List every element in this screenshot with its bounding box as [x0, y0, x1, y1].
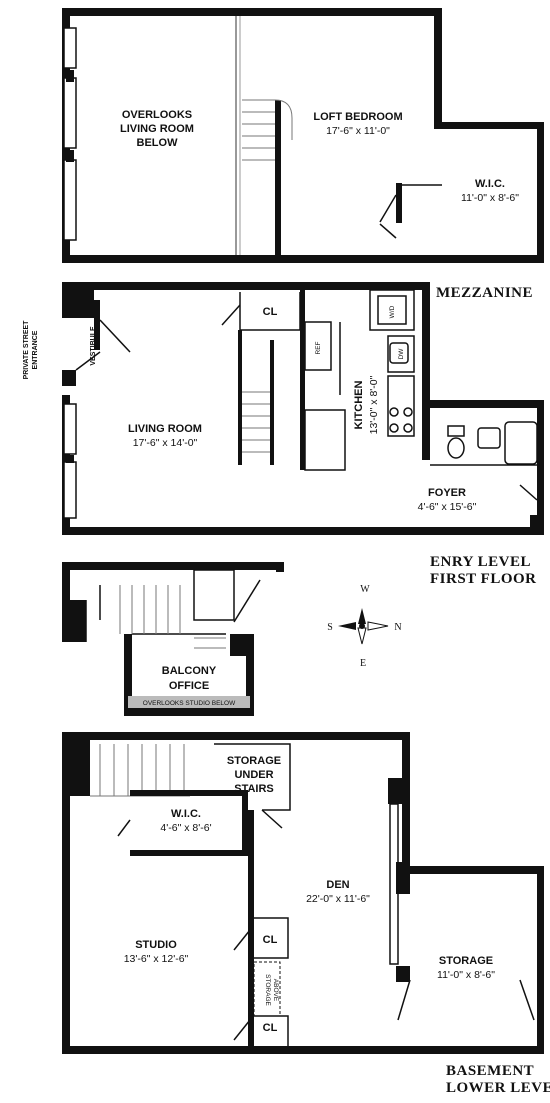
basement-plan: STORAGE UNDER STAIRS W.I.C. 4'-6" x 8'-6…: [62, 732, 544, 1054]
basement-level-label-1: BASEMENT: [446, 1063, 534, 1079]
storage-above-label-1: STORAGE: [264, 974, 271, 1006]
storage-dim: 11'-0" x 8'-6": [437, 969, 495, 981]
loft-bedroom-label: LOFT BEDROOM: [313, 111, 402, 123]
balcony-stairs: [119, 585, 226, 649]
compass-n: N: [394, 622, 401, 633]
compass-e: E: [360, 658, 366, 669]
compass-rose: W S N E: [327, 584, 401, 669]
mezz-wic-label: W.I.C.: [475, 178, 505, 190]
storage-label: STORAGE: [439, 955, 493, 967]
foyer-dim: 4'-6" x 15'-6": [418, 501, 477, 513]
mezzanine-plan: OVERLOOKS LIVING ROOM BELOW LOFT BEDROOM…: [62, 8, 544, 263]
storage-above-label-2: ABOVE: [272, 979, 279, 1002]
storage-under-label-2: UNDER: [234, 769, 273, 781]
kitchen-label: KITCHEN: [353, 381, 365, 430]
overlooks-label-3: BELOW: [137, 137, 179, 149]
wd-label: W/D: [389, 305, 396, 318]
studio-dim: 13'-6" x 12'-6": [124, 953, 189, 965]
storage-under-label-3: STAIRS: [234, 783, 274, 795]
storage-under-label-1: STORAGE: [227, 755, 281, 767]
foyer-label: FOYER: [428, 487, 466, 499]
living-room-dim: 17'-6" x 14'-0": [133, 437, 198, 449]
compass-w: W: [360, 584, 370, 595]
entry-level-plan: PRIVATE STREET ENTRANCE VESTIBULE CL REF…: [23, 282, 544, 535]
basement-wic-dim: 4'-6" x 8'-6': [160, 822, 211, 834]
mezz-wic-dim: 11'-0" x 8'-6": [461, 192, 519, 204]
compass-east-arm: [367, 621, 389, 631]
balcony-office-plan: BALCONY OFFICE OVERLOOKS STUDIO BELOW: [62, 562, 284, 716]
entry-stairs: [238, 330, 274, 465]
ref-label: REF: [315, 341, 322, 354]
entry-level-label-2: FIRST FLOOR: [430, 571, 537, 587]
balcony-label-2: OFFICE: [169, 680, 209, 692]
entry-cl-label: CL: [263, 306, 278, 318]
dw-label: DW: [398, 348, 405, 360]
private-entrance-label-2: ENTRANCE: [32, 330, 39, 369]
overlooks-label-1: OVERLOOKS: [122, 109, 192, 121]
balcony-overlooks-label: OVERLOOKS STUDIO BELOW: [143, 700, 236, 707]
basement-wic-label: W.I.C.: [171, 808, 201, 820]
den-label: DEN: [326, 879, 349, 891]
balcony-label-1: BALCONY: [162, 665, 217, 677]
mezzanine-level-label: MEZZANINE: [436, 285, 533, 301]
basement-cl-label-2: CL: [263, 1022, 278, 1034]
living-room-label: LIVING ROOM: [128, 423, 202, 435]
compass-north-arm: [358, 608, 366, 624]
basement-cl-label-1: CL: [263, 934, 278, 946]
basement-level-label-2: LOWER LEVEL: [446, 1080, 550, 1096]
overlooks-label-2: LIVING ROOM: [120, 123, 194, 135]
vestibule-label: VESTIBULE: [90, 326, 97, 366]
basement-stairs: [90, 744, 190, 797]
mezzanine-stairs: [242, 99, 293, 161]
entry-level-label-1: ENRY LEVEL: [430, 554, 531, 570]
den-dim: 22'-0" x 11'-6": [306, 893, 370, 905]
private-entrance-label-1: PRIVATE STREET: [23, 320, 30, 380]
compass-south-arm: [357, 627, 367, 645]
kitchen-dim: 13'-0" x 8'-0": [368, 375, 380, 434]
studio-label: STUDIO: [135, 939, 177, 951]
compass-west-arm: [338, 622, 356, 630]
loft-bedroom-dim: 17'-6" x 11'-0": [326, 125, 390, 137]
compass-s: S: [327, 622, 333, 633]
